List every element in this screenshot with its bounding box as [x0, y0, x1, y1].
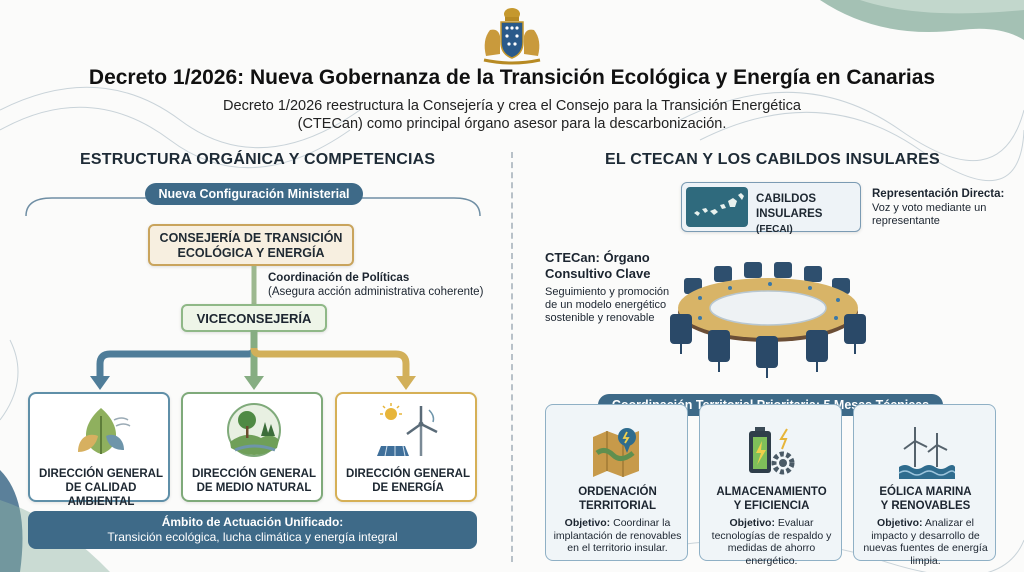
round-table-illustration	[670, 262, 866, 378]
direction-line-1: DIRECCIÓN GENERAL	[192, 468, 316, 480]
consejeria-box: CONSEJERÍA DE TRANSICIÓN ECOLÓGICA Y ENE…	[148, 224, 354, 266]
direction-line-2: DE MEDIO NATURAL	[196, 482, 312, 494]
direction-card-calidad-ambiental: DIRECCIÓN GENERAL DE CALIDAD AMBIENTAL	[28, 392, 170, 508]
ambito-banner: Ámbito de Actuación Unificado: Transició…	[28, 511, 477, 549]
mesa-objective: Evaluar tecnologías de respaldo y medida…	[711, 517, 832, 567]
left-section-heading: ESTRUCTURA ORGÁNICA Y COMPETENCIAS	[80, 151, 436, 168]
branch-arrows	[90, 330, 416, 390]
right-section-heading: EL CTECAN Y LOS CABILDOS INSULARES	[605, 151, 940, 168]
ctecan-desc: Seguimiento y promoción de un modelo ene…	[545, 286, 670, 324]
mesa-name-line-1: ORDENACIÓN	[578, 486, 657, 498]
cabildos-line-2: INSULARES	[756, 208, 823, 220]
ambito-desc: Transición ecológica, lucha climática y …	[107, 530, 398, 544]
subtitle-line-2: (CTECan) como principal órgano asesor pa…	[297, 116, 727, 132]
section-divider	[511, 152, 513, 562]
subtitle-line-1: Decreto 1/2026 reestructura la Consejerí…	[223, 98, 801, 114]
direction-line-1: DIRECCIÓN GENERAL	[39, 468, 163, 480]
coordination-desc: (Asegura acción administrativa coherente…	[268, 286, 484, 298]
mesa-name-line-2: Y RENOVABLES	[880, 500, 971, 512]
direction-line-2: DE CALIDAD AMBIENTAL	[65, 482, 137, 508]
coat-of-arms-logo	[483, 8, 541, 65]
direction-card-medio-natural: DIRECCIÓN GENERAL DE MEDIO NATURAL	[181, 392, 323, 502]
leaf-icon	[78, 408, 131, 454]
islands-map-icon	[686, 187, 748, 227]
direction-line-1: DIRECCIÓN GENERAL	[346, 468, 470, 480]
objective-label: Objetivo:	[564, 517, 611, 529]
ambito-title: Ámbito de Actuación Unificado:	[161, 515, 344, 529]
mesa-name-line-1: ALMACENAMIENTO	[716, 486, 827, 498]
consejeria-line-2: ECOLÓGICA Y ENERGÍA	[177, 246, 325, 260]
mesa-card-ordenacion: ORDENACIÓN TERRITORIAL Objetivo: Coordin…	[545, 404, 688, 561]
consejeria-line-1: CONSEJERÍA DE TRANSICIÓN	[159, 231, 343, 245]
representation-desc: Voz y voto mediante un representante	[872, 202, 987, 227]
mesa-card-almacenamiento: ALMACENAMIENTO Y EFICIENCIA Objetivo: Ev…	[699, 404, 842, 567]
cabildos-box: CABILDOS INSULARES (FECAI)	[681, 182, 861, 235]
mesa-card-eolica-marina: EÓLICA MARINA Y RENOVABLES Objetivo: Ana…	[853, 404, 996, 567]
direction-card-energia: DIRECCIÓN GENERAL DE ENERGÍA	[335, 392, 477, 502]
mesa-name-line-2: Y EFICIENCIA	[733, 500, 810, 512]
offshore-wind-icon	[898, 427, 955, 479]
connector-line	[251, 266, 257, 304]
direction-line-2: DE ENERGÍA	[372, 482, 444, 494]
objective-label: Objetivo:	[729, 517, 775, 529]
cabildos-abbr: (FECAI)	[756, 224, 793, 235]
page-title: Decreto 1/2026: Nueva Gobernanza de la T…	[88, 66, 936, 89]
mesa-name-line-1: EÓLICA MARINA	[879, 486, 972, 498]
objective-label: Objetivo:	[877, 517, 923, 529]
coordination-title: Coordinación de Políticas	[268, 272, 410, 284]
cabildos-line-1: CABILDOS	[756, 193, 817, 205]
ctecan-title: CTECan: Órgano Consultivo Clave	[545, 250, 651, 281]
viceconsejeria-box: VICECONSEJERÍA	[181, 304, 327, 332]
energy-icon	[377, 403, 438, 457]
config-pill: Nueva Configuración Ministerial	[145, 183, 363, 205]
nature-icon	[227, 403, 281, 457]
mesa-objective: Analizar el impacto y desarrollo de nuev…	[863, 517, 988, 567]
mesa-name-line-2: TERRITORIAL	[578, 500, 657, 512]
mesa-objective: Coordinar la implantación de renovables …	[553, 517, 682, 554]
representation-title: Representación Directa:	[872, 188, 1005, 200]
battery-gear-icon	[749, 427, 795, 475]
map-icon	[593, 428, 639, 477]
